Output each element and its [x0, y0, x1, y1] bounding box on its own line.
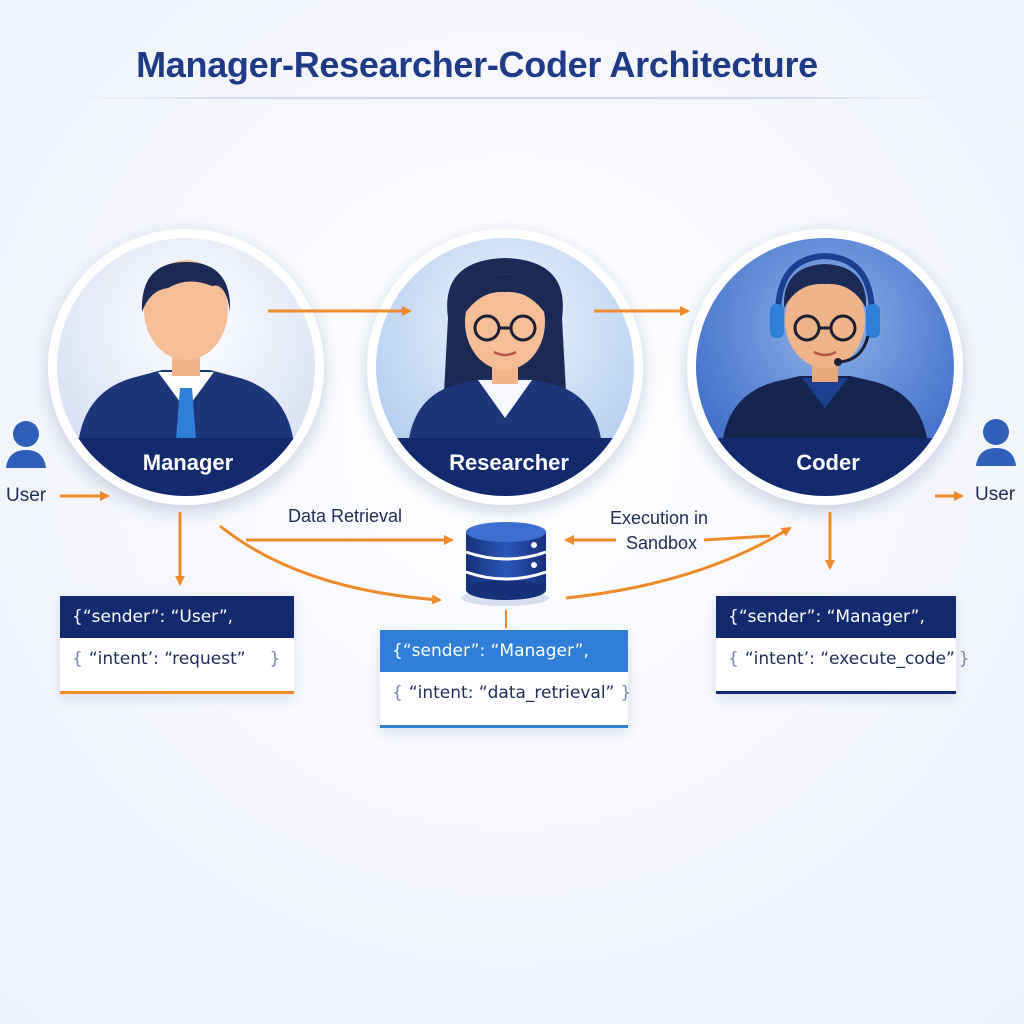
agent-node-coder: Coder [687, 229, 963, 505]
manager-avatar-icon [78, 260, 294, 450]
message-sender: {“sender”: “User”, [72, 607, 234, 627]
message-card-header: {“sender”: “User”, [60, 596, 294, 638]
user-icon [976, 419, 1016, 466]
edge-label-sandbox: Sandbox [626, 533, 697, 553]
user-right-label: User [975, 484, 1016, 505]
arrow-sandbox-line [703, 534, 771, 542]
brace-open: { [392, 683, 403, 703]
brace-close: } [269, 649, 281, 669]
message-card-body: {“intent: “data_retrieval”} [380, 672, 632, 714]
message-card-manager: {“sender”: “Manager”, {“intent: “data_re… [380, 630, 632, 728]
researcher-label: Researcher [449, 450, 569, 475]
message-sender: {“sender”: “Manager”, [392, 641, 589, 661]
message-intent: “intent’: “execute_code” [744, 649, 955, 669]
database-icon [461, 522, 549, 606]
message-sender: {“sender”: “Manager”, [728, 607, 925, 627]
brace-close: } [958, 649, 970, 669]
message-card-coder: {“sender”: “Manager”, {“intent’: “execut… [716, 596, 970, 694]
coder-avatar-icon [722, 252, 928, 445]
user-icon [6, 421, 46, 468]
manager-label: Manager [143, 450, 234, 475]
title-divider [64, 97, 960, 99]
user-left-label: User [6, 485, 47, 506]
message-card-header: {“sender”: “Manager”, [380, 630, 628, 672]
arrow-database-to-coder [565, 526, 792, 600]
researcher-avatar-icon [408, 258, 602, 445]
message-card-header: {“sender”: “Manager”, [716, 596, 956, 638]
arrows [60, 306, 964, 628]
coder-label: Coder [796, 450, 860, 475]
edge-label-data-retrieval: Data Retrieval [288, 506, 402, 526]
brace-close: } [620, 683, 632, 703]
message-card-user: {“sender”: “User”, {“intent’: “request”} [60, 596, 294, 694]
brace-open: { [72, 649, 83, 669]
message-card-body: {“intent’: “request”} [60, 638, 294, 680]
agent-node-researcher: Researcher [367, 229, 643, 505]
message-card-body: {“intent’: “execute_code”} [716, 638, 970, 680]
message-intent: “intent: “data_retrieval” [408, 683, 615, 703]
user-right: User [975, 419, 1016, 505]
page-title: Manager-Researcher-Coder Architecture [136, 44, 818, 85]
edge-label-execution: Execution in [610, 508, 708, 528]
agent-node-manager: Manager [48, 229, 324, 505]
message-intent: “intent’: “request” [88, 649, 246, 669]
brace-open: { [728, 649, 739, 669]
arrow-manager-to-database [219, 524, 442, 605]
user-left: User [6, 421, 47, 506]
